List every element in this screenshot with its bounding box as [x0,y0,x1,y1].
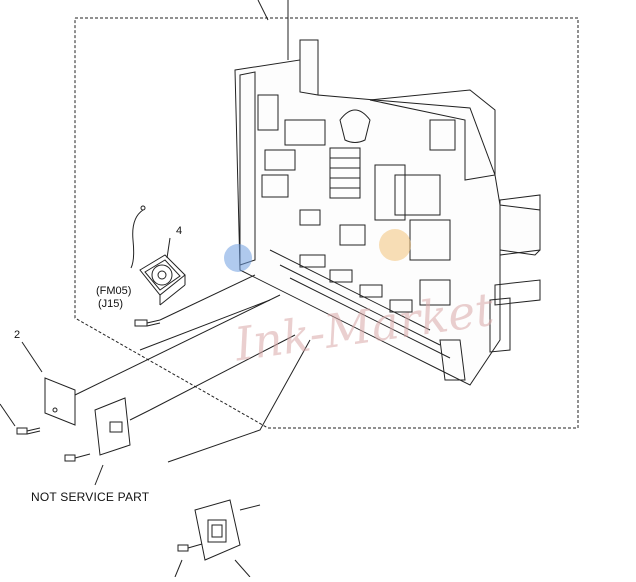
watermark-logo-blue [224,244,252,272]
fan-screw [134,319,161,327]
interface-board-not-service [64,334,296,486]
leader-line [257,0,269,21]
callout-connector-code: (J15) [98,298,124,310]
callout-part-2: 2 [14,329,21,341]
cover-plate-part-2 [0,294,281,435]
not-service-part-label: NOT SERVICE PART [31,490,150,504]
callout-fan-code: (FM05) [96,285,132,297]
assembly-boundary [74,17,579,429]
cover-screw [16,427,41,435]
controller-board-assembly [234,39,541,386]
lower-connector-board [167,339,311,578]
cooling-fan-part-4 [130,205,271,351]
watermark-logo [224,229,411,272]
lower-screw [177,543,203,552]
watermark-logo-orange [379,229,411,261]
board-screw [64,453,91,462]
callout-part-4: 4 [176,225,183,237]
